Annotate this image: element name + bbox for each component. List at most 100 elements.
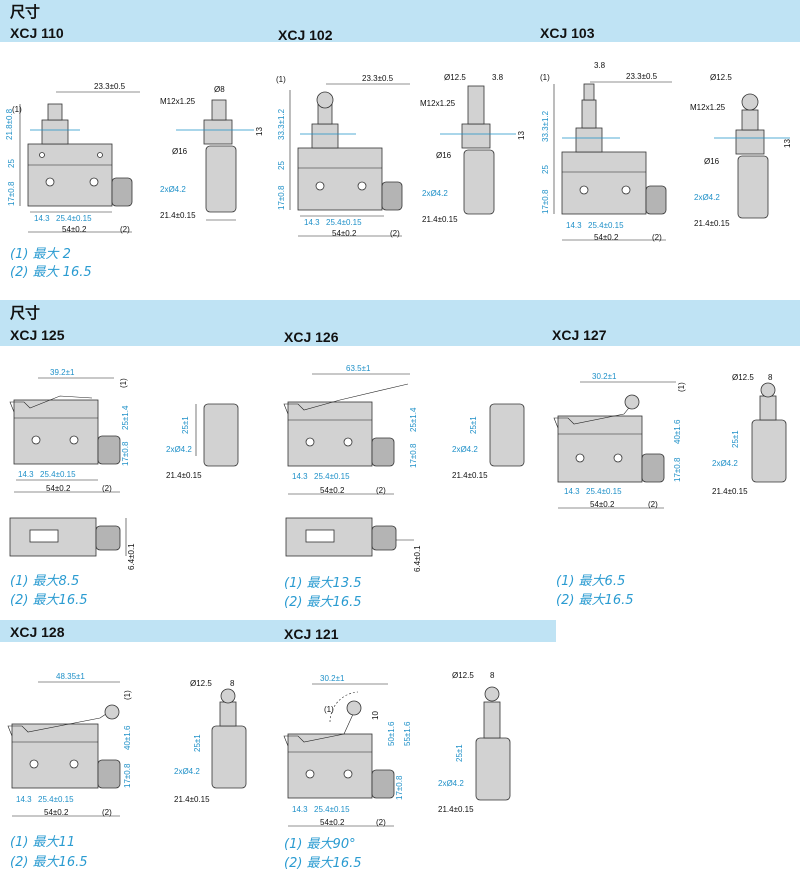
section-2-title: 尺寸 [10, 304, 40, 322]
xcj126-front-view [283, 373, 410, 495]
xcj110-side-d16: Ø16 [172, 147, 188, 156]
xcj121-right-a-dim: 50±1.6 [387, 721, 396, 746]
xcj126-side-height: 25±1 [469, 416, 478, 434]
xcj126-b1-dim: 14.3 [292, 472, 308, 481]
xcj127-side-dtop: Ø12.5 [732, 373, 754, 382]
xcj103-note2-mark: (2) [652, 233, 662, 242]
xcj102-side-dright: 3.8 [492, 73, 504, 82]
xcj128-side-view [211, 688, 247, 789]
xcj128-front-view [7, 681, 121, 817]
xcj125-note-2: (2) 最大16.5 [10, 593, 88, 608]
xcj125-b1-dim: 14.3 [18, 470, 34, 479]
xcj125-top-dim: 39.2±1 [50, 368, 75, 377]
xcj128-b1-dim: 14.3 [16, 795, 32, 804]
xcj121-b3-dim: 54±0.2 [320, 818, 345, 827]
xcj128-b3-dim: 54±0.2 [44, 808, 69, 817]
xcj128-right-low-dim: 17±0.8 [123, 763, 132, 788]
xcj125-front-view [9, 377, 121, 493]
xcj103-front-view [553, 81, 672, 241]
xcj127-side-dright: 8 [768, 373, 773, 382]
xcj126-b3-dim: 54±0.2 [320, 486, 345, 495]
xcj121-right-b-dim: 55±1.6 [403, 721, 412, 746]
xcj127-front-view [553, 381, 676, 509]
xcj126-side-view [489, 403, 525, 467]
xcj128-b2-dim: 25.4±0.15 [38, 795, 74, 804]
xcj127-right-low-dim: 17±0.8 [673, 457, 682, 482]
xcj110-side-dtop: Ø8 [214, 85, 225, 94]
xcj127-top-dim: 30.2±1 [592, 372, 617, 381]
xcj127-note-2: (2) 最大16.5 [556, 593, 634, 608]
xcj102-b2-dim: 25.4±0.15 [326, 218, 362, 227]
xcj103-b1-dim: 14.3 [566, 221, 582, 230]
xcj110-left-upper-dim: 21.8±0.8 [5, 108, 14, 140]
xcj110-top-dim: 23.3±0.5 [94, 82, 126, 91]
model-title-xcj110: XCJ 110 [10, 25, 64, 41]
xcj121-right-low-dim: 17±0.8 [395, 775, 404, 800]
xcj127-note-1: (1) 最大6.5 [556, 574, 625, 589]
xcj103-roller-w: 3.8 [594, 61, 606, 70]
xcj125-side-holes: 2xØ4.2 [166, 445, 192, 454]
xcj121-roller-dim: 10 [371, 711, 380, 720]
section-1-note-1: (1) 最大 2 [10, 247, 71, 262]
section-1-note-2: (2) 最大 16.5 [10, 265, 92, 280]
xcj128-side-width: 21.4±0.15 [174, 795, 210, 804]
section-1-header-band [0, 0, 800, 42]
xcj128-note2-mark: (2) [102, 808, 112, 817]
xcj125-side-height: 25±1 [181, 416, 190, 434]
xcj110-note2-mark: (2) [120, 225, 130, 234]
xcj102-side-holes: 2xØ4.2 [422, 189, 448, 198]
xcj110-side-view [176, 99, 254, 221]
xcj126-bottom-view [285, 517, 414, 557]
xcj121-note2-mark: (2) [376, 818, 386, 827]
xcj126-note2-mark: (2) [376, 486, 386, 495]
xcj102-b3-dim: 54±0.2 [332, 229, 357, 238]
xcj102-left-low-dim: 17±0.8 [277, 185, 286, 210]
xcj110-left-mid-dim: 25 [7, 159, 16, 168]
xcj126-note-1: (1) 最大13.5 [284, 576, 362, 591]
xcj103-side-view [714, 93, 790, 219]
xcj128-side-height: 25±1 [193, 734, 202, 752]
model-title-xcj103: XCJ 103 [540, 25, 595, 41]
xcj102-side-view [440, 85, 516, 215]
xcj102-front-view [289, 83, 410, 237]
xcj121-top-dim: 30.2±1 [320, 674, 345, 683]
xcj127-side-height: 25±1 [731, 430, 740, 448]
xcj126-right-low-dim: 17±0.8 [409, 443, 418, 468]
xcj125-b2-dim: 25.4±0.15 [40, 470, 76, 479]
xcj102-left-mid-dim: 25 [277, 161, 286, 170]
model-title-xcj102: XCJ 102 [278, 27, 333, 43]
model-title-xcj126: XCJ 126 [284, 329, 339, 345]
xcj121-side-holes: 2xØ4.2 [438, 779, 464, 788]
xcj102-top-dim: 23.3±0.5 [362, 74, 394, 83]
xcj103-side-thread: M12x1.25 [690, 103, 726, 112]
xcj127-note2-mark: (2) [648, 500, 658, 509]
xcj125-b3-dim: 54±0.2 [46, 484, 71, 493]
xcj128-note-1: (1) 最大11 [10, 835, 75, 850]
xcj125-note-1: (1) 最大8.5 [10, 574, 79, 589]
xcj103-left-mid-dim: 25 [541, 165, 550, 174]
xcj126-side-width: 21.4±0.15 [452, 471, 488, 480]
xcj121-note-2: (2) 最大16.5 [284, 856, 362, 871]
xcj110-side-nut: 13 [255, 127, 264, 136]
xcj121-note1-mark: (1) [324, 705, 334, 714]
xcj110-b1-dim: 14.3 [34, 214, 50, 223]
xcj103-left-upper-dim: 33.3±1.2 [541, 110, 550, 142]
xcj121-front-view [283, 683, 395, 827]
xcj110-b2-dim: 25.4±0.15 [56, 214, 92, 223]
xcj103-side-width: 21.4±0.15 [694, 219, 730, 228]
model-title-xcj121: XCJ 121 [284, 626, 339, 642]
xcj110-note1-mark: (1) [12, 105, 22, 114]
xcj110-left-low-dim: 17±0.8 [7, 181, 16, 206]
xcj128-right-upper-dim: 40±1.6 [123, 725, 132, 750]
xcj127-side-view [751, 382, 787, 483]
xcj127-right-upper-dim: 40±1.6 [673, 419, 682, 444]
xcj110-b3-dim: 54±0.2 [62, 225, 87, 234]
xcj102-note1-mark: (1) [276, 75, 286, 84]
xcj121-side-dright: 8 [490, 671, 495, 680]
xcj102-side-nut: 13 [517, 131, 526, 140]
xcj126-b2-dim: 25.4±0.15 [314, 472, 350, 481]
xcj125-side-width: 21.4±0.15 [166, 471, 202, 480]
xcj128-note1-mark: (1) [123, 690, 132, 700]
xcj121-b2-dim: 25.4±0.15 [314, 805, 350, 814]
